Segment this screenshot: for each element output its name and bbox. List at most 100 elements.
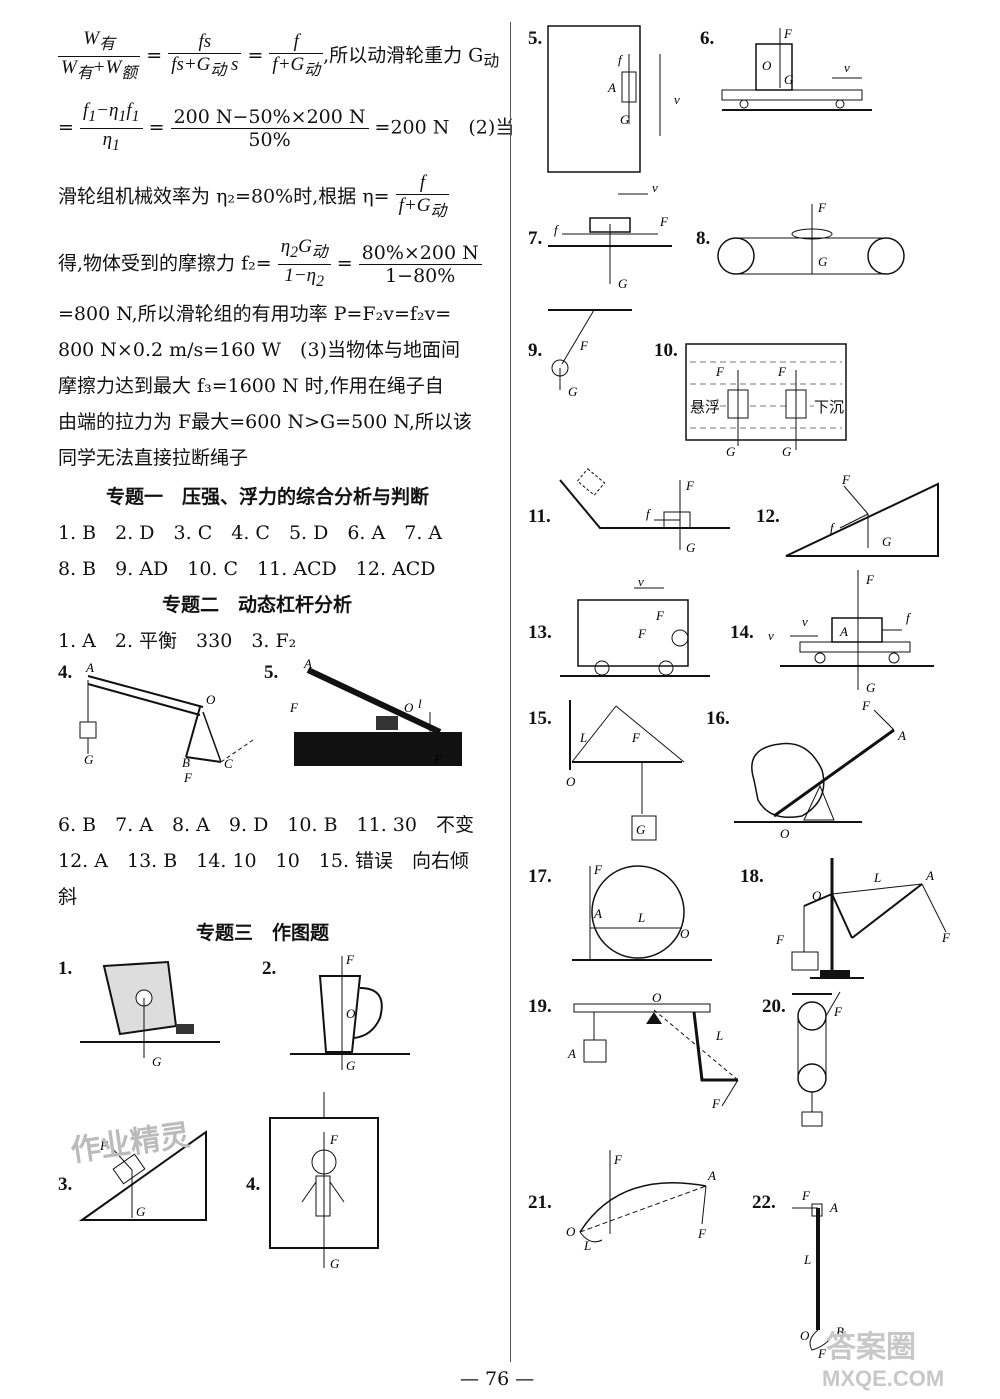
svg-text:f: f [906, 610, 912, 625]
fig-label: 12. [756, 506, 780, 527]
svg-text:O: O [346, 1006, 356, 1021]
fig-label: 21. [528, 1192, 552, 1213]
svg-text:v: v [802, 614, 808, 629]
fig-label: 19. [528, 996, 552, 1017]
fig-label: 11. [528, 506, 551, 527]
svg-text:B: B [182, 755, 190, 770]
fig-label: 14. [730, 622, 754, 643]
site-logo-cn: 答案圈 [826, 1330, 916, 1365]
topic-1-answers-row-2: 8. B 9. AD 10. C 11. ACD 12. ACD [58, 558, 436, 580]
fig-label: 5. [528, 28, 543, 49]
fig-label: 22. [752, 1192, 776, 1213]
svg-text:A: A [925, 868, 934, 883]
svg-text:F: F [801, 1188, 811, 1203]
topic-2-answers-row-2: 6. B 7. A 8. A 9. D 10. B 11. 30 不变 [58, 814, 474, 836]
svg-text:L: L [715, 1028, 723, 1043]
svg-text:F: F [655, 608, 665, 623]
svg-text:F: F [613, 1152, 623, 1167]
svg-text:F: F [329, 1132, 339, 1147]
svg-text:G: G [636, 822, 646, 837]
svg-text:F: F [817, 200, 827, 215]
fig-label: 20. [762, 996, 786, 1017]
svg-text:O: O [680, 926, 690, 941]
fig-label: 9. [528, 340, 543, 361]
figure-12: FfG [785, 472, 939, 557]
site-logo: MXQE.COM [822, 1366, 945, 1391]
svg-text:G: G [152, 1054, 162, 1069]
fig-label: 7. [528, 228, 543, 249]
svg-text:v: v [638, 574, 644, 589]
svg-text:F: F [711, 1096, 721, 1111]
page-number: — 76 — [460, 1368, 535, 1390]
text-line-5: =800 N,所以滑轮组的有用功率 P=F₂v=f₂v= [58, 303, 452, 325]
fig-label: 18. [740, 866, 764, 887]
svg-text:G: G [818, 254, 828, 269]
svg-text:A: A [593, 906, 602, 921]
svg-text:G: G [84, 752, 94, 767]
fig-label: 4. [58, 662, 73, 683]
svg-text:G: G [686, 540, 696, 555]
figure-beaker-1: G [80, 960, 220, 1069]
text-line-6: 800 N×0.2 m/s=160 W (3)当物体与地面间 [58, 339, 460, 361]
svg-text:v: v [844, 60, 850, 75]
svg-text:f: f [554, 222, 560, 237]
svg-text:A: A [85, 660, 94, 675]
svg-text:f: f [646, 506, 652, 521]
fig-label: 13. [528, 622, 552, 643]
figure-9: FG [548, 309, 632, 399]
svg-text:G: G [618, 276, 628, 291]
svg-text:A: A [839, 624, 848, 639]
topic-2-answers-row-4: 斜 [58, 886, 78, 908]
svg-text:v: v [674, 92, 680, 107]
svg-text:C: C [224, 756, 233, 771]
svg-text:O: O [652, 990, 662, 1005]
svg-text:F: F [659, 214, 669, 229]
label-sink: 下沉 [814, 396, 845, 417]
figure-14: FAf vvG [768, 570, 934, 695]
figure-7: v f F G [548, 180, 672, 291]
svg-text:G: G [784, 72, 794, 87]
svg-text:G: G [346, 1058, 356, 1073]
svg-text:G: G [882, 534, 892, 549]
svg-text:L: L [803, 1252, 811, 1267]
fig-label: 5. [264, 662, 279, 683]
topic-1-title: 专题一 压强、浮力的综合分析与判断 [106, 486, 430, 508]
svg-text:G: G [620, 112, 630, 127]
svg-text:G: G [866, 680, 876, 695]
topic-2-answers-row-3: 12. A 13. B 14. 10 10 15. 错误 向右倾 [58, 850, 470, 872]
svg-text:L: L [583, 1238, 591, 1253]
svg-text:v: v [652, 180, 658, 195]
svg-text:B: B [836, 1324, 844, 1339]
svg-text:O: O [206, 692, 216, 707]
topic-2-answers-row-1: 1. A 2. 平衡 330 3. F₂ [58, 630, 297, 652]
fig-label: 16. [706, 708, 730, 729]
svg-text:O: O [566, 774, 576, 789]
fig-label: 8. [696, 228, 711, 249]
svg-text:F: F [593, 862, 603, 877]
figure-21: FAO LF [566, 1150, 716, 1253]
figure-mug-2: FOG [290, 952, 410, 1073]
fig-label: 1. [58, 958, 73, 979]
fig-label: 4. [246, 1174, 261, 1195]
svg-text:L: L [873, 870, 881, 885]
figure-person-4: FG [269, 1092, 379, 1271]
fig-label: 2. [262, 958, 277, 979]
svg-text:F: F [433, 752, 443, 767]
svg-text:O: O [404, 700, 414, 715]
column-divider [510, 22, 511, 1362]
svg-text:G: G [782, 444, 792, 459]
topic-2-title: 专题二 动态杠杆分析 [162, 594, 353, 616]
svg-text:F: F [715, 364, 725, 379]
svg-text:F: F [833, 1004, 843, 1019]
svg-text:G: G [136, 1204, 146, 1219]
text-line-8: 由端的拉力为 F最大=600 N>G=500 N,所以该 [58, 411, 472, 433]
